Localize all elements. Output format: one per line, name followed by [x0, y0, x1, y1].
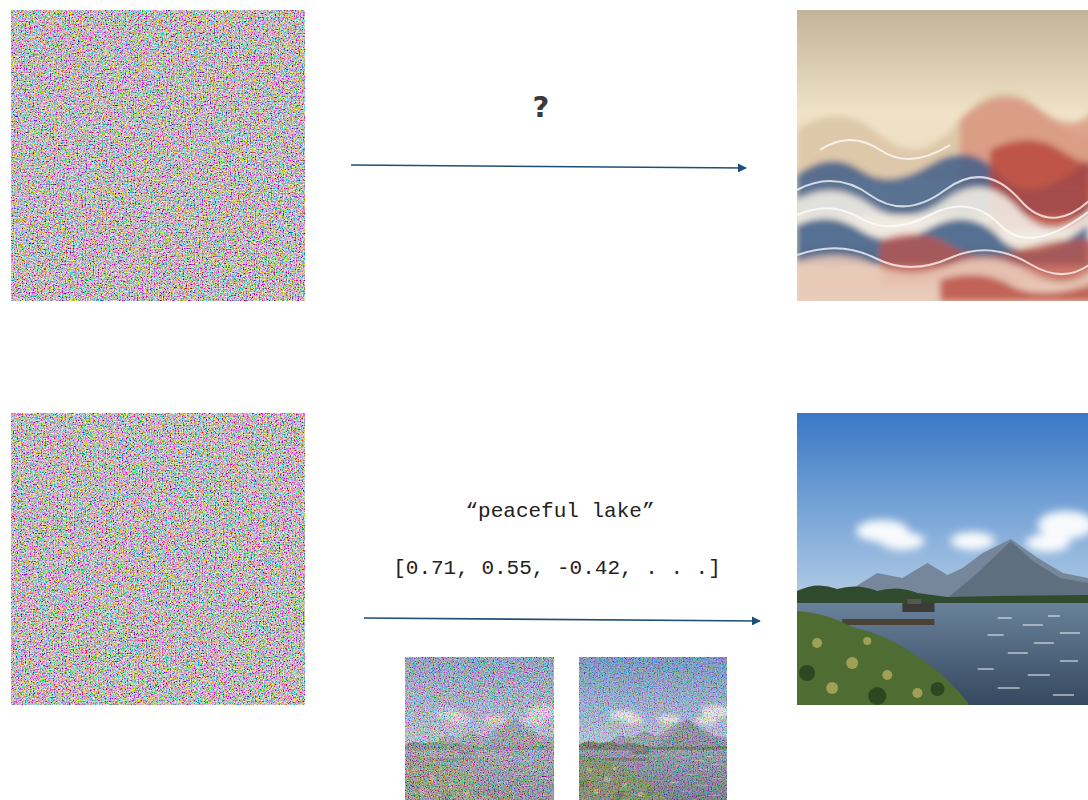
lake-photo: [797, 413, 1088, 705]
arrow: [351, 165, 746, 168]
abstract-image: [797, 10, 1088, 301]
denoise-step-image: [579, 657, 730, 800]
denoise-step-image: [405, 657, 557, 800]
embedding-vector: [0.71, 0.55, -0.42, . . .]: [393, 557, 721, 581]
prompt-text: “peaceful lake”: [465, 500, 654, 524]
noise-image: [11, 10, 305, 301]
arrow: [364, 618, 760, 621]
noise-image: [11, 413, 305, 705]
unknown-mark: ?: [533, 91, 550, 124]
